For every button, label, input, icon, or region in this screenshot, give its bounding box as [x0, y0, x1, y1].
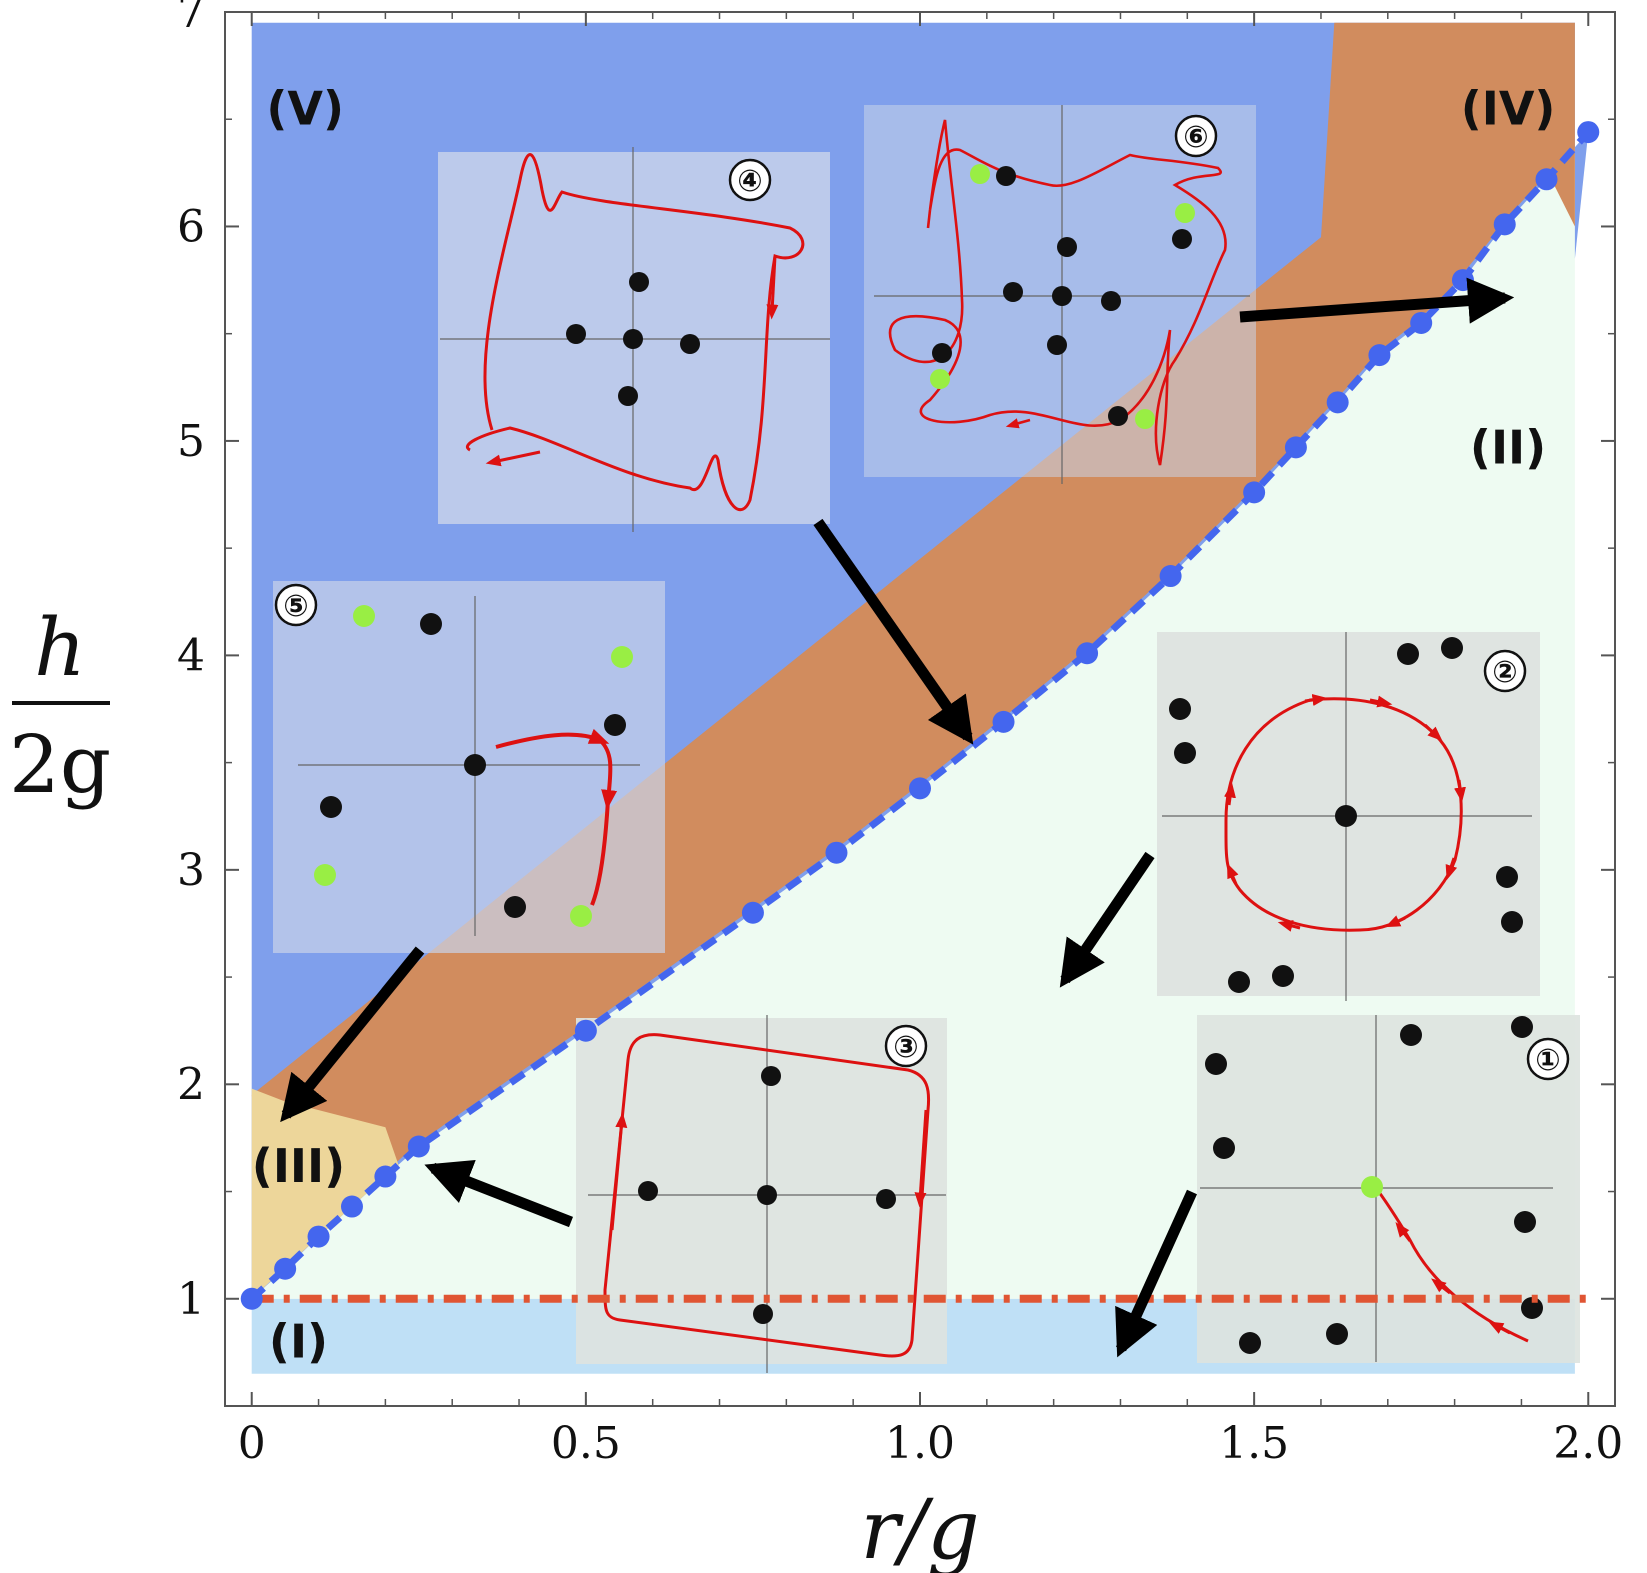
- boundary-point: [992, 710, 1015, 733]
- region-label-II: (II): [1470, 420, 1546, 474]
- arrow-from-inset-2: [1059, 851, 1155, 988]
- boundary-point: [1535, 168, 1558, 191]
- x-tick-label: 1.0: [885, 1418, 955, 1469]
- boundary-point: [1243, 481, 1266, 504]
- boundary-point: [909, 777, 931, 800]
- x-tick-label: 1.5: [1219, 1418, 1289, 1469]
- orbit-insets: ④ ⑥: [273, 105, 1580, 1373]
- boundary-point: [1159, 565, 1182, 588]
- y-tick-label: 2: [177, 1059, 205, 1110]
- boundary-point: [1577, 121, 1600, 144]
- inset-6: ⑥: [864, 105, 1256, 484]
- x-tick-label: 2.0: [1553, 1418, 1623, 1469]
- inset-3-badge: ③: [893, 1030, 918, 1065]
- boundary-point: [374, 1165, 397, 1188]
- inset-4-badge-circle: [728, 158, 772, 202]
- pointer-arrows: [280, 277, 1515, 1358]
- y-tick-label: 3: [177, 845, 205, 896]
- boundary-point: [1451, 269, 1474, 292]
- arrow-from-inset-5: [280, 946, 425, 1123]
- inset-6-badge: ⑥: [1183, 120, 1208, 155]
- inset-3-orbit: [603, 1033, 931, 1358]
- y-tick-label: 7: [177, 0, 205, 38]
- arrow-from-inset-3: [424, 1159, 574, 1228]
- axis-ticks: 0 0.5 1.0 1.5 2.0 1 2 3 4 5 6 7: [177, 0, 1623, 1469]
- region-II-area: [251, 132, 1589, 1299]
- boundary-point: [574, 1019, 597, 1042]
- region-labels: (I) (II) (III) (IV) (V): [252, 82, 1556, 1369]
- inset-4-badge: ④: [737, 164, 762, 199]
- arrow-from-inset-1: [1115, 1189, 1198, 1358]
- inset-2-badge: ②: [1492, 655, 1517, 690]
- y-axis-label-numerator: h: [34, 601, 86, 694]
- y-axis-label: h 2g: [9, 601, 111, 811]
- boundary-point: [1493, 213, 1516, 236]
- boundary-point: [1076, 642, 1099, 665]
- boundary-point: [274, 1257, 297, 1280]
- region-label-I: (I): [269, 1315, 328, 1369]
- region-label-IV: (IV): [1461, 82, 1556, 136]
- boundary-point: [240, 1287, 263, 1310]
- boundary-point: [407, 1135, 430, 1158]
- y-tick-label: 1: [177, 1274, 205, 1325]
- x-axis-label: r/g: [860, 1483, 979, 1573]
- arrow-from-inset-4: [813, 518, 974, 745]
- blue-dashed-boundary: [249, 129, 1591, 1302]
- arrow-from-inset-6: [1239, 277, 1515, 324]
- inset-1-trajectory: [1374, 1187, 1529, 1343]
- inset-1-badge: ①: [1535, 1043, 1560, 1078]
- inset-4: ④: [438, 147, 830, 532]
- y-axis-label-denominator: 2g: [9, 718, 111, 811]
- region-III-area: [251, 1088, 399, 1299]
- region-label-III: (III): [252, 1139, 345, 1193]
- inset-1: ①: [1197, 1015, 1580, 1363]
- inset-4-orbit: [466, 153, 805, 512]
- boundary-point: [1368, 344, 1391, 367]
- inset-2: ②: [1157, 632, 1540, 1001]
- x-tick-label: 0.5: [551, 1418, 621, 1469]
- boundary-point: [1326, 391, 1349, 414]
- boundary-point: [1284, 436, 1307, 459]
- boundary-point: [825, 841, 848, 864]
- y-tick-label: 5: [177, 416, 205, 467]
- inset-3: ③: [576, 1015, 947, 1373]
- y-tick-label: 4: [177, 630, 205, 681]
- inset-5: ⑤: [273, 581, 665, 953]
- y-tick-label: 6: [177, 201, 205, 252]
- region-label-V: (V): [266, 82, 344, 136]
- x-tick-label: 0: [238, 1418, 266, 1469]
- boundary-point: [307, 1225, 330, 1248]
- boundary-point: [340, 1195, 363, 1218]
- inset-5-badge: ⑤: [283, 589, 308, 624]
- boundary-point: [1410, 311, 1433, 334]
- inset-6-orbit: [888, 119, 1227, 466]
- boundary-point: [741, 901, 764, 924]
